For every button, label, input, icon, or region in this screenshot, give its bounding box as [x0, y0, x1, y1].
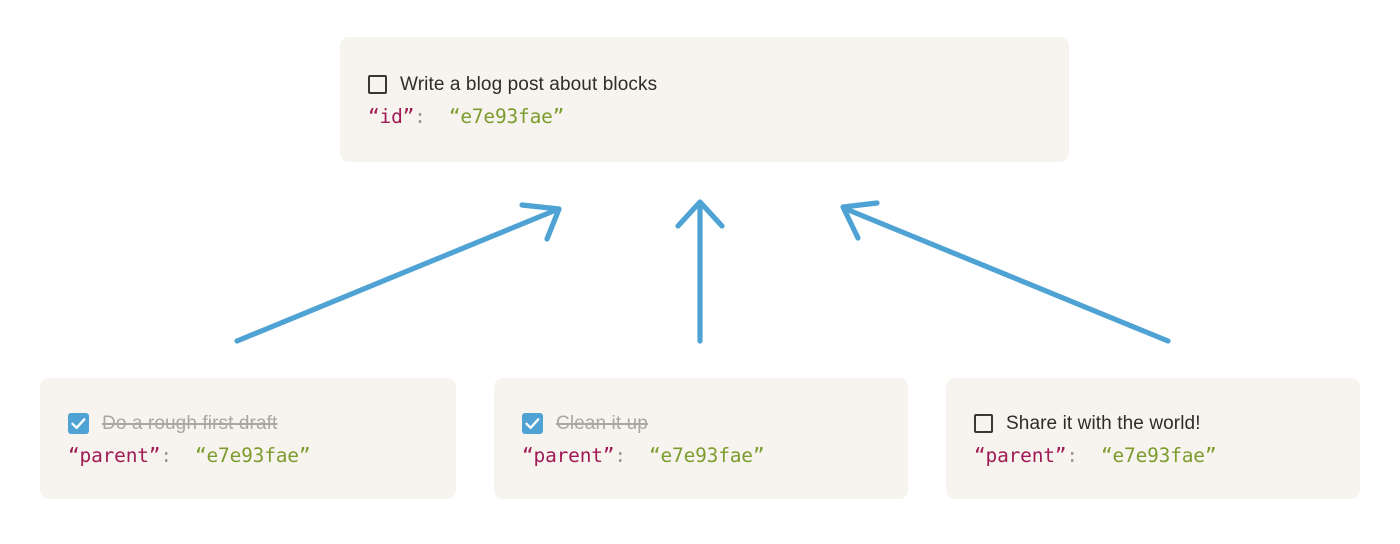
child-1-json-colon: :: [160, 443, 172, 467]
child-2-json-row: “parent”: “e7e93fae”: [522, 444, 880, 467]
parent-block-card[interactable]: Write a blog post about blocks “id”: “e7…: [340, 37, 1069, 162]
checkbox-empty-icon[interactable]: [974, 414, 993, 433]
arrow-child-3-to-parent: [840, 200, 1171, 344]
arrow-child-2-to-parent: [675, 199, 725, 344]
parent-json-row: “id”: “e7e93fae”: [368, 105, 1041, 128]
child-2-todo-label: Clean it up: [556, 412, 648, 434]
checkbox-empty-icon[interactable]: [368, 75, 387, 94]
arrow-child-1-to-parent: [234, 202, 562, 344]
parent-json-value: “e7e93fae”: [448, 104, 565, 128]
child-2-json-colon: :: [614, 443, 626, 467]
child-block-card-3[interactable]: Share it with the world! “parent”: “e7e9…: [946, 378, 1360, 499]
parent-todo-label: Write a blog post about blocks: [400, 73, 658, 95]
child-3-json-colon: :: [1066, 443, 1078, 467]
child-1-todo-label: Do a rough first draft: [102, 412, 278, 434]
parent-todo-row: Write a blog post about blocks: [368, 74, 1041, 96]
child-1-json-row: “parent”: “e7e93fae”: [68, 444, 428, 467]
child-1-json-key: “parent”: [68, 443, 161, 467]
child-3-json-value: “e7e93fae”: [1100, 443, 1217, 467]
checkbox-checked-icon[interactable]: [68, 413, 89, 434]
child-2-json-value: “e7e93fae”: [648, 443, 765, 467]
checkbox-checked-icon[interactable]: [522, 413, 543, 434]
child-1-json-value: “e7e93fae”: [194, 443, 311, 467]
child-3-json-row: “parent”: “e7e93fae”: [974, 444, 1332, 467]
child-block-card-2[interactable]: Clean it up “parent”: “e7e93fae”: [494, 378, 908, 499]
child-3-todo-row: Share it with the world!: [974, 413, 1332, 435]
child-2-todo-row: Clean it up: [522, 413, 880, 435]
child-3-todo-label: Share it with the world!: [1006, 412, 1201, 434]
child-block-card-1[interactable]: Do a rough first draft “parent”: “e7e93f…: [40, 378, 456, 499]
child-1-todo-row: Do a rough first draft: [68, 413, 428, 435]
child-3-json-key: “parent”: [974, 443, 1067, 467]
child-2-json-key: “parent”: [522, 443, 615, 467]
parent-json-colon: :: [414, 104, 426, 128]
parent-json-key: “id”: [368, 104, 415, 128]
